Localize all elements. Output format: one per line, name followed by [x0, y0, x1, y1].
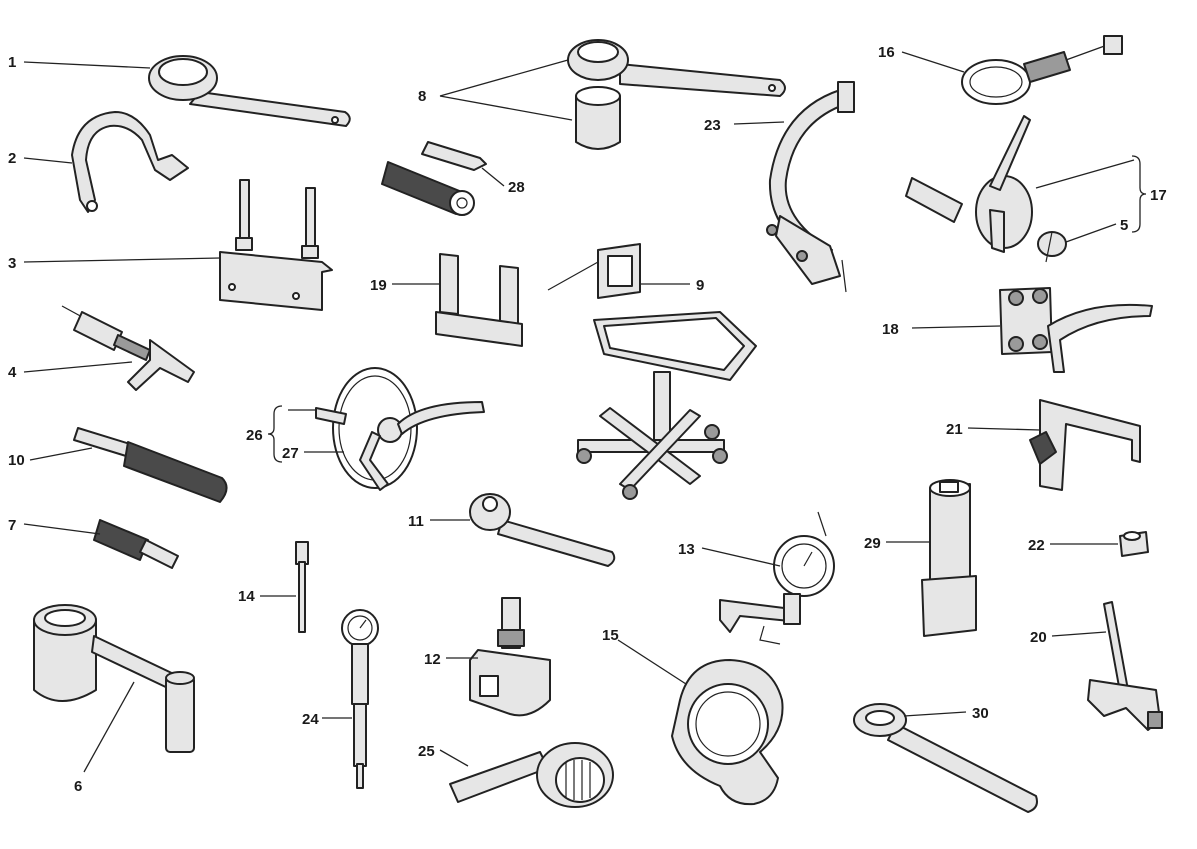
tool-19-fork-gauge: [435, 253, 523, 347]
tool-28-drifts: [381, 141, 487, 216]
label-25: 25: [418, 743, 435, 760]
label-24: 24: [302, 711, 319, 728]
label-6: 6: [74, 778, 82, 795]
tool-24-bore-gauge: [341, 609, 379, 789]
tool-22-nut: [1119, 531, 1149, 557]
tool-10-drift: [73, 427, 228, 503]
tool-25-roller-handle: [449, 742, 614, 808]
label-12: 12: [424, 651, 441, 668]
label-20: 20: [1030, 629, 1047, 646]
label-9: 9: [696, 277, 704, 294]
brace-17-5: [1131, 155, 1147, 233]
tool-12-spindle-holder: [469, 597, 551, 717]
label-7: 7: [8, 517, 16, 534]
tool-1-ring-spanner: [148, 55, 351, 127]
label-2: 2: [8, 150, 16, 167]
tool-6-crank-socket: [33, 604, 195, 753]
brace-26-27: [267, 405, 283, 463]
label-15: 15: [602, 627, 619, 644]
label-26: 26: [246, 427, 263, 444]
tool-13-dial-indicator: [719, 511, 835, 645]
label-28: 28: [508, 179, 525, 196]
tool-29-hex-socket: [921, 479, 977, 637]
tool-7-knurled-pin: [93, 519, 179, 569]
label-19: 19: [370, 277, 387, 294]
label-18: 18: [882, 321, 899, 338]
leader-lines: [23, 51, 1135, 773]
label-22: 22: [1028, 537, 1045, 554]
tool-16-strap-wrench: [961, 35, 1123, 105]
label-10: 10: [8, 452, 25, 469]
label-1: 1: [8, 54, 16, 71]
label-23: 23: [704, 117, 721, 134]
label-4: 4: [8, 364, 17, 381]
label-29: 29: [864, 535, 881, 552]
tool-17-5-puller: [905, 115, 1067, 263]
label-8: 8: [418, 88, 426, 105]
label-30: 30: [972, 705, 989, 722]
label-14: 14: [238, 588, 255, 605]
tool-30-ring-wrench: [853, 703, 1038, 813]
tool-15-clutch-holder: [671, 659, 784, 806]
tool-2-hook-tool: [71, 111, 189, 213]
tool-14-pin: [295, 541, 309, 633]
tool-18-lever-clamp: [999, 287, 1153, 373]
label-3: 3: [8, 255, 16, 272]
label-11: 11: [408, 513, 424, 530]
tool-21-angle-bracket: [1029, 399, 1141, 491]
label-17: 17: [1150, 187, 1167, 204]
tool-26-27-degree-wheel: [315, 367, 485, 491]
label-27: 27: [282, 445, 299, 462]
label-5: 5: [1120, 217, 1128, 234]
label-16: 16: [878, 44, 895, 61]
number-labels: 1 2 3 4 10 7 6 14 24 8 28 19 26 27 11 12…: [8, 44, 1167, 795]
tool-8-pin-spanner: [567, 39, 786, 150]
tool-9-engine-stand: [547, 243, 757, 500]
label-21: 21: [946, 421, 963, 438]
tool-23-curved-arm: [766, 81, 855, 293]
label-13: 13: [678, 541, 695, 558]
tool-4-t-handle-puller: [61, 305, 195, 391]
tool-20-lever-jaw: [1087, 601, 1163, 731]
tool-11-pin-wrench: [469, 493, 616, 567]
tool-3-stud-bracket: [219, 179, 333, 311]
